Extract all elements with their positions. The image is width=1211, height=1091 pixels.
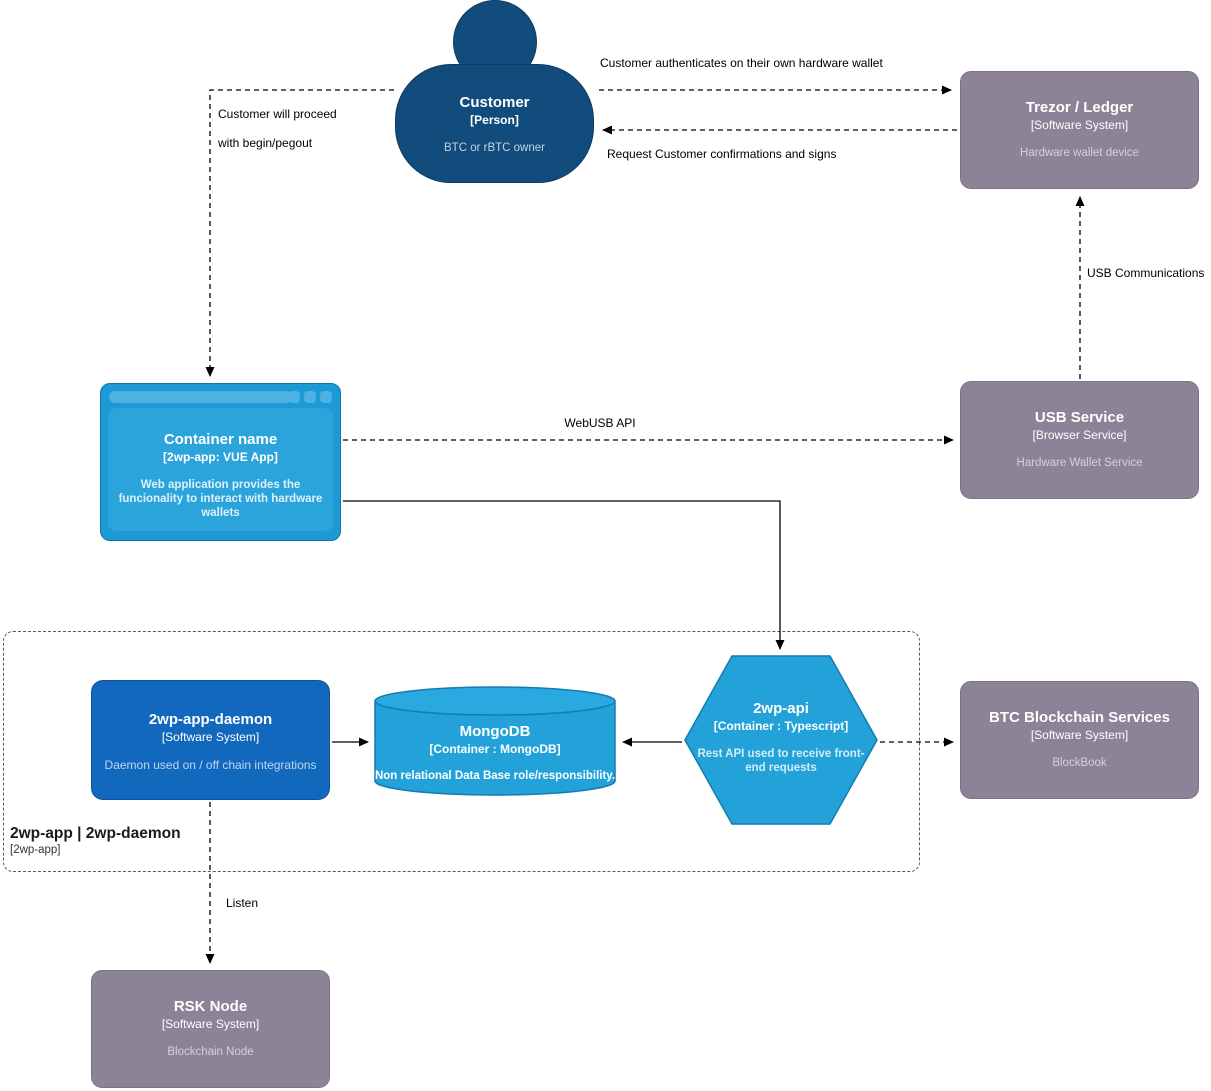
node-subtitle: [Software System]	[161, 730, 260, 744]
node-description: Blockchain Node	[167, 1046, 254, 1058]
node-description: Rest API used to receive front-end reque…	[697, 748, 865, 774]
node-title: USB Service	[1034, 409, 1125, 426]
node-description: BlockBook	[1052, 757, 1107, 769]
node-title: 2wp-api	[753, 700, 809, 717]
node-btc-blockchain-services: BTC Blockchain Services [Software System…	[960, 681, 1199, 799]
node-title: Container name	[163, 431, 278, 448]
boundary-subtitle: [2wp-app]	[10, 844, 61, 856]
node-description: Hardware wallet device	[1020, 147, 1139, 159]
edge-proceed	[205, 89, 394, 377]
node-description: BTC or rBTC owner	[444, 142, 545, 154]
node-subtitle: [Software System]	[1030, 118, 1129, 132]
node-trezor-ledger: Trezor / Ledger [Software System] Hardwa…	[960, 71, 1199, 189]
edge-label-proceed-2: with begin/pegout	[218, 136, 313, 150]
node-title: 2wp-app-daemon	[148, 711, 273, 728]
browser-address-bar	[109, 391, 292, 403]
node-description: Web application provides the funcionalit…	[118, 479, 323, 519]
node-title: RSK Node	[173, 998, 248, 1015]
browser-topbar	[101, 384, 340, 408]
edge-container-to-api	[343, 500, 785, 650]
browser-button-icon	[304, 391, 316, 403]
boundary-title: 2wp-app | 2wp-daemon	[10, 825, 181, 842]
node-title: Customer	[459, 94, 530, 111]
edge-label-webusb-api: WebUSB API	[564, 416, 636, 430]
node-description: Daemon used on / off chain integrations	[104, 758, 317, 772]
edge-label-authenticate: Customer authenticates on their own hard…	[600, 56, 883, 70]
edge-label-proceed-1: Customer will proceed	[218, 107, 337, 121]
node-rsk-node: RSK Node [Software System] Blockchain No…	[91, 970, 330, 1088]
node-container-2wp-app: Container name [2wp-app: VUE App] Web ap…	[100, 383, 341, 541]
node-title: BTC Blockchain Services	[989, 709, 1170, 726]
node-2wp-app-daemon: 2wp-app-daemon [Software System] Daemon …	[91, 680, 330, 800]
node-subtitle: [Software System]	[1030, 728, 1129, 742]
browser-content: Container name [2wp-app: VUE App] Web ap…	[108, 408, 333, 531]
node-2wp-api: 2wp-api [Container : Typescript] Rest AP…	[684, 655, 878, 825]
node-subtitle: [Browser Service]	[1032, 428, 1127, 442]
node-description: Hardware Wallet Service	[1016, 457, 1143, 469]
node-mongodb: MongoDB [Container : MongoDB] Non relati…	[374, 686, 616, 796]
node-title: MongoDB	[459, 723, 531, 740]
node-usb-service: USB Service [Browser Service] Hardware W…	[960, 381, 1199, 499]
node-subtitle: [Container : MongoDB]	[429, 742, 561, 756]
hexagon-shape-icon	[684, 655, 878, 825]
browser-button-icon	[320, 391, 332, 403]
edge-label-listen: Listen	[226, 896, 259, 910]
node-subtitle: [2wp-app: VUE App]	[163, 450, 278, 464]
node-subtitle: [Container : Typescript]	[713, 719, 849, 733]
cylinder-shape-icon	[374, 686, 616, 796]
boundary-label: 2wp-app | 2wp-daemon [2wp-app]	[10, 825, 181, 858]
node-subtitle: [Software System]	[161, 1017, 260, 1031]
node-title: Trezor / Ledger	[1025, 99, 1134, 116]
edge-label-request-sign: Request Customer confirmations and signs	[607, 147, 837, 161]
node-subtitle: [Person]	[470, 113, 519, 127]
edge-label-usb-communications: USB Communications	[1087, 266, 1205, 280]
node-description: Non relational Data Base role/responsibi…	[374, 770, 616, 782]
node-customer: Customer [Person] BTC or rBTC owner	[395, 64, 594, 183]
browser-button-icon	[288, 391, 300, 403]
